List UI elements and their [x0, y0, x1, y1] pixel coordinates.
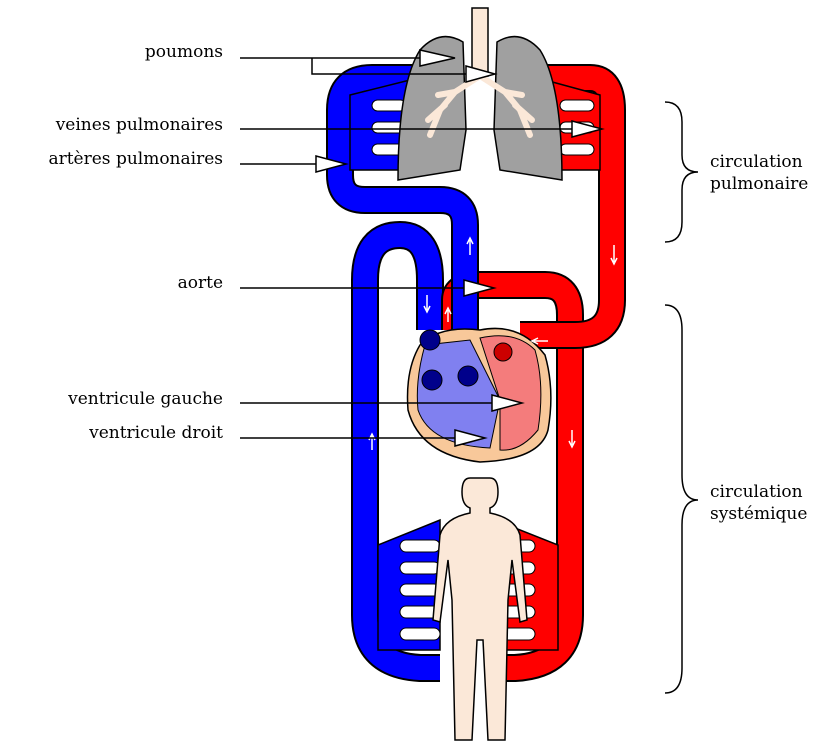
- label-ventricule-gauche: ventricule gauche: [68, 391, 223, 408]
- heart: [408, 328, 551, 462]
- group-systemique-line2: systémique: [710, 503, 807, 525]
- right-lung: [494, 37, 562, 180]
- systemic-capillaries-venous: [378, 520, 440, 650]
- group-circulation-pulmonaire: circulation pulmonaire: [710, 151, 808, 195]
- label-poumons: poumons: [145, 44, 223, 61]
- group-systemique-line1: circulation: [710, 481, 807, 503]
- lungs: [398, 8, 562, 180]
- brace-pulmonaire: [665, 102, 698, 242]
- label-aorte: aorte: [178, 275, 223, 292]
- group-circulation-systemique: circulation systémique: [710, 481, 807, 525]
- label-arteres-pulmonaires: artères pulmonaires: [48, 151, 223, 168]
- brace-systemique: [665, 305, 698, 693]
- group-pulmonaire-line2: pulmonaire: [710, 173, 808, 195]
- label-veines-pulmonaires: veines pulmonaires: [56, 117, 223, 134]
- group-pulmonaire-line1: circulation: [710, 151, 808, 173]
- label-ventricule-droit: ventricule droit: [89, 425, 223, 442]
